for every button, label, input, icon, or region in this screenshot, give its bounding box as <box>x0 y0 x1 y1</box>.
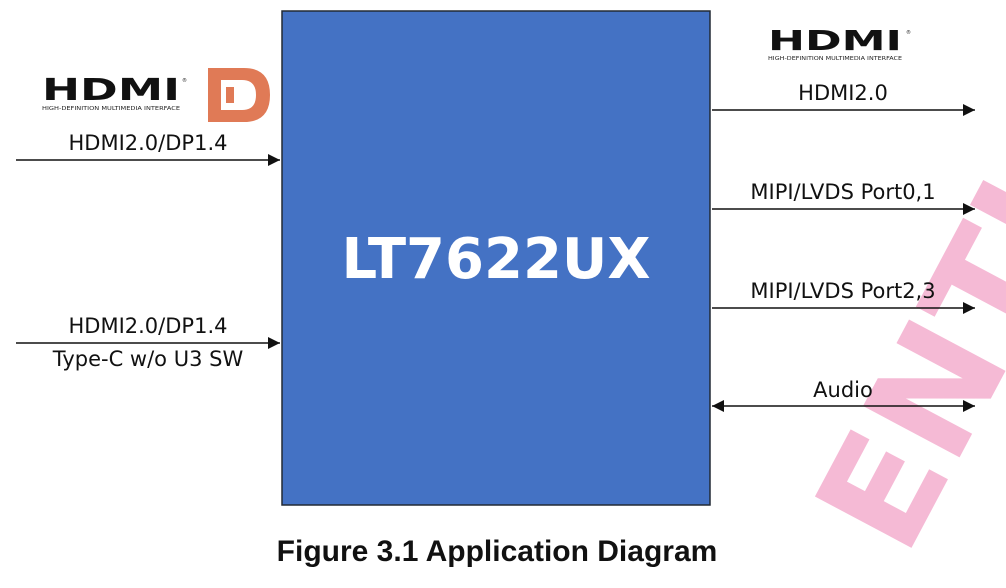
chip-block <box>281 10 711 506</box>
watermark: ENTI <box>783 154 1006 577</box>
hdmi-logo-left-registered: ® <box>182 77 187 84</box>
displayport-logo <box>208 68 270 122</box>
hdmi-logo-left-tagline: HIGH-DEFINITION MULTIMEDIA INTERFACE <box>42 106 180 112</box>
output-1-label: HDMI2.0 <box>798 81 888 105</box>
hdmi-logo-right: HDMI HIGH-DEFINITION MULTIMEDIA INTERFAC… <box>768 24 911 62</box>
hdmi-logo-left-word: HDMI <box>42 73 180 108</box>
output-4-label: Audio <box>813 378 873 402</box>
output-2-label: MIPI/LVDS Port0,1 <box>750 180 935 204</box>
output-3-label: MIPI/LVDS Port2,3 <box>750 279 935 303</box>
hdmi-logo-right-registered: ® <box>906 29 911 36</box>
hdmi-logo-right-tagline: HIGH-DEFINITION MULTIMEDIA INTERFACE <box>768 56 902 62</box>
figure-caption: Figure 3.1 Application Diagram <box>277 535 718 568</box>
chip-name: LT7622UX <box>341 227 650 292</box>
input-1-label: HDMI2.0/DP1.4 <box>69 131 228 155</box>
input-2-label: HDMI2.0/DP1.4 <box>69 314 228 338</box>
hdmi-logo-left: HDMI HIGH-DEFINITION MULTIMEDIA INTERFAC… <box>42 73 187 112</box>
hdmi-logo-right-word: HDMI <box>768 24 902 57</box>
input-2-sublabel: Type-C w/o U3 SW <box>52 347 244 371</box>
